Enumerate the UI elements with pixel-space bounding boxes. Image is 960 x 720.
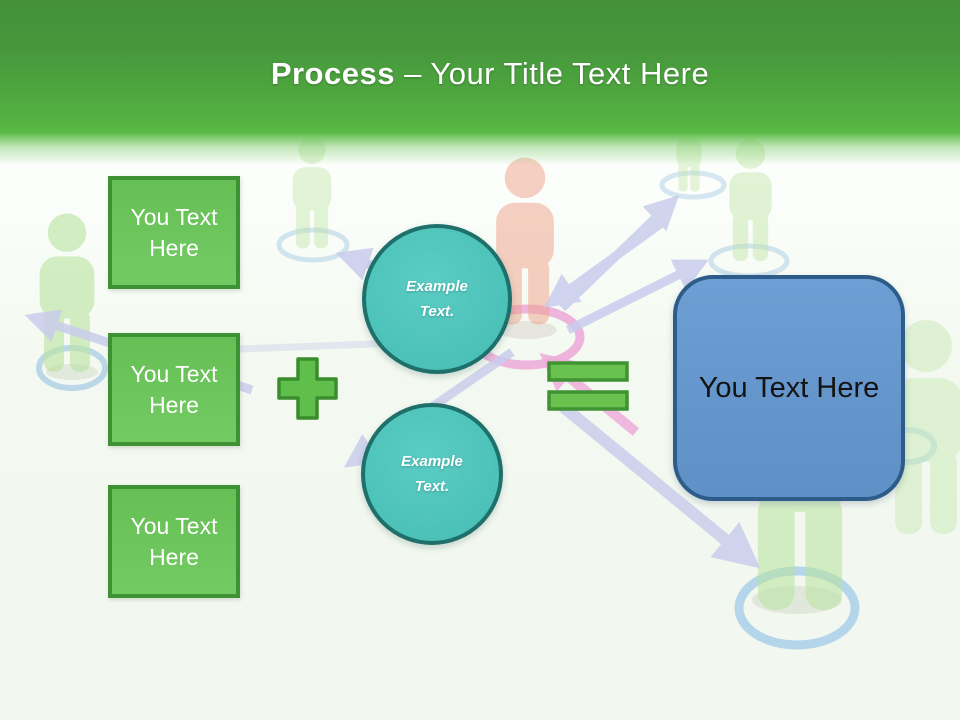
text-box-2-line1: You Text xyxy=(130,360,218,387)
example-circle-2-line2: Text. xyxy=(414,478,450,495)
text-box-2-line2: Here xyxy=(149,391,199,418)
text-box-1-line2: Here xyxy=(149,234,199,261)
example-circle-2-line1: Example xyxy=(401,453,463,470)
text-box-3[interactable]: You Text Here xyxy=(108,485,240,598)
arrow-to-top-right-person xyxy=(565,259,709,335)
slide-header: Process – Your Title Text Here xyxy=(0,0,960,165)
text-box-1[interactable]: You Text Here xyxy=(108,176,240,289)
title-rest: – Your Title Text Here xyxy=(404,56,710,91)
arrow-into-center xyxy=(543,218,666,308)
example-circle-1-line2: Text. xyxy=(419,303,455,320)
plus-icon[interactable] xyxy=(277,357,338,420)
text-box-3-line1: You Text xyxy=(130,512,218,539)
slide-title: Process – Your Title Text Here xyxy=(10,56,960,92)
result-box[interactable]: You Text Here xyxy=(673,275,905,501)
example-circle-2[interactable]: Example Text. xyxy=(361,403,503,545)
text-box-3-line2: Here xyxy=(149,543,199,570)
title-keyword: Process xyxy=(270,56,395,91)
text-box-1-line1: You Text xyxy=(130,203,218,230)
result-box-label: You Text Here xyxy=(698,371,880,404)
arrow-to-bottom-right-person xyxy=(551,395,761,569)
example-circle-1-line1: Example xyxy=(406,278,468,295)
example-circle-1[interactable]: Example Text. xyxy=(362,224,512,374)
text-box-2[interactable]: You Text Here xyxy=(108,333,240,446)
equals-icon[interactable] xyxy=(546,360,630,414)
